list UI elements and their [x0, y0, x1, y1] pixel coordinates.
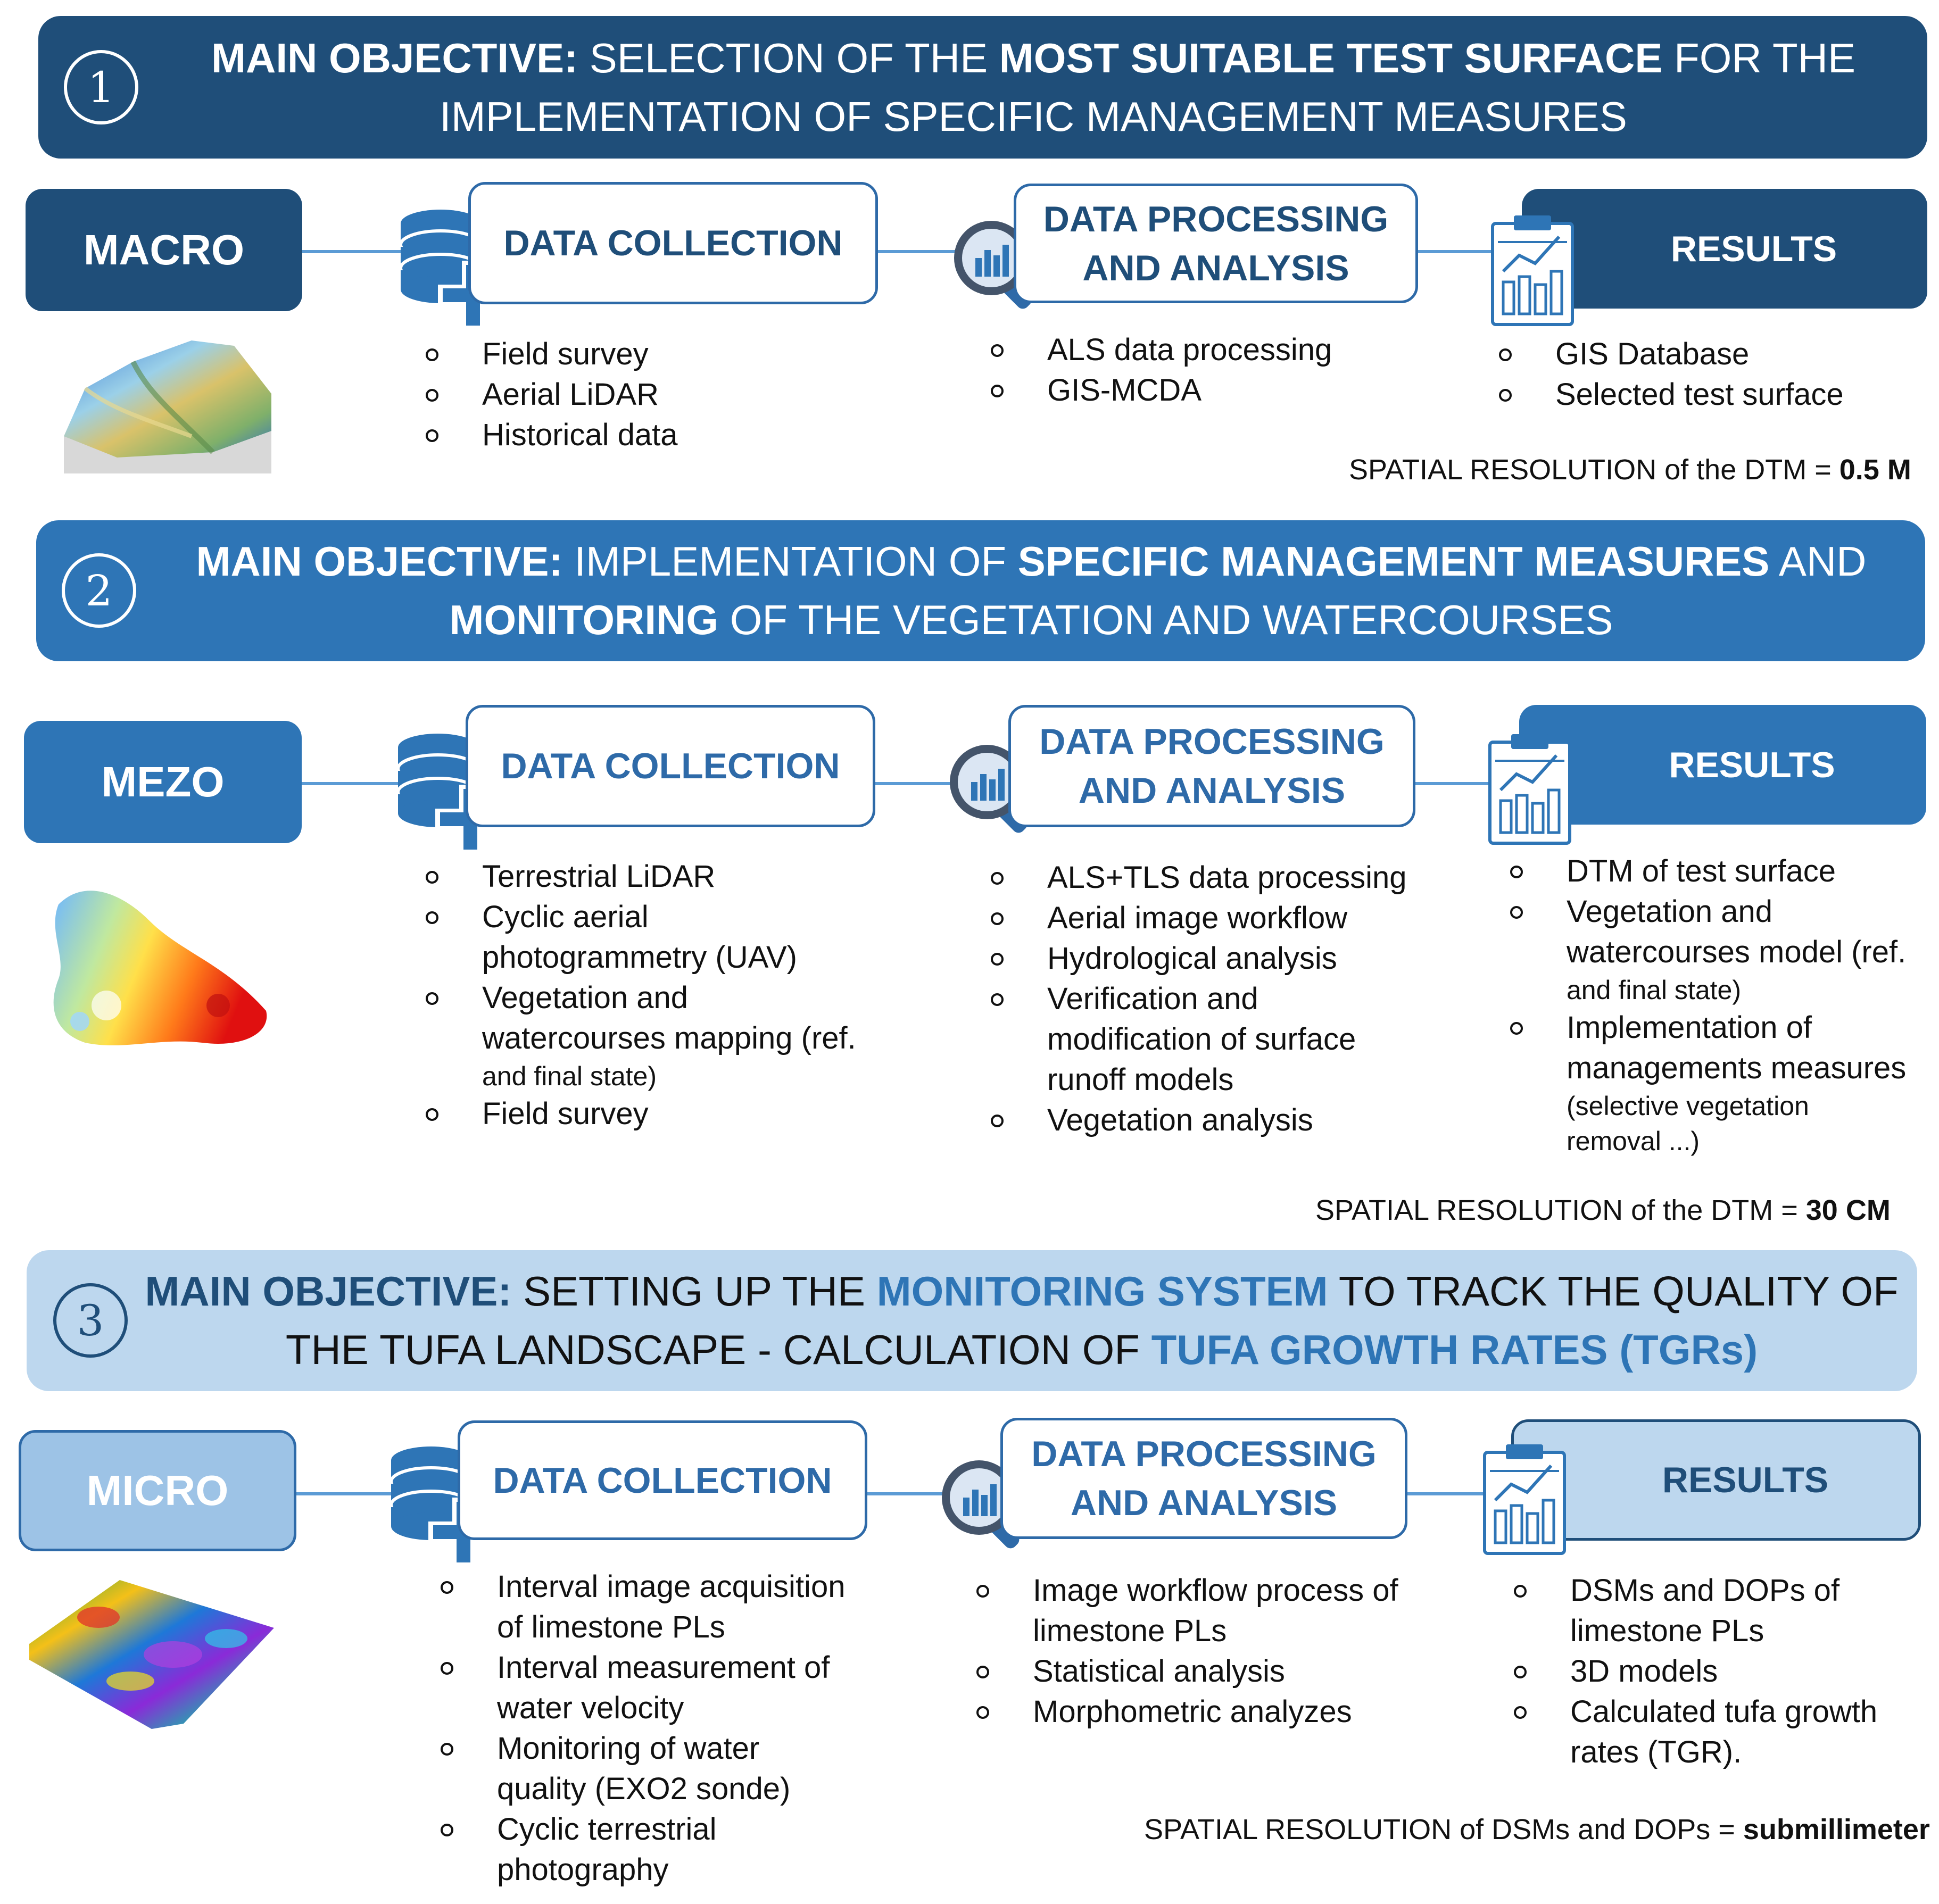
list-item: ALS data processing	[991, 330, 1470, 370]
objective-text-3: MAIN OBJECTIVE: SETTING UP THE MONITORIN…	[145, 1268, 1899, 1373]
numbered-circle-icon: 3	[53, 1283, 128, 1358]
list-item: Aerial image workflow	[991, 898, 1470, 938]
results-box-1: RESULTS	[1522, 189, 1927, 309]
objective-banner-1: 1 MAIN OBJECTIVE: SELECTION OF THE MOST …	[38, 16, 1927, 159]
flow-line-2	[298, 782, 1564, 785]
spatial-resolution-1: SPATIAL RESOLUTION of the DTM = 0.5 M	[1349, 454, 1911, 486]
surface-heatmap-icon	[29, 1580, 274, 1729]
list-item: Vegetation analysis	[991, 1100, 1470, 1141]
list-item: 3D models	[1514, 1651, 1934, 1692]
results-box-2: RESULTS	[1519, 705, 1926, 825]
objective-text-1: MAIN OBJECTIVE: SELECTION OF THE MOST SU…	[211, 35, 1855, 140]
list-item: Hydrological analysis	[991, 938, 1470, 979]
objective-banner-2: 2 MAIN OBJECTIVE: IMPLEMENTATION OF SPEC…	[36, 520, 1925, 661]
point-cloud-icon	[53, 891, 267, 1045]
data-collection-list-1: Field survey Aerial LiDAR Historical dat…	[426, 334, 851, 455]
scale-label-mezo: MEZO	[24, 721, 302, 843]
scale-label-micro: MICRO	[19, 1430, 296, 1551]
data-collection-box-2: DATA COLLECTION	[466, 705, 875, 827]
list-item: GIS Database	[1499, 334, 1925, 375]
list-item: Aerial LiDAR	[426, 375, 851, 415]
terrain-model-icon	[64, 340, 271, 473]
data-collection-box-1: DATA COLLECTION	[468, 182, 878, 304]
objective-banner-3: 3 MAIN OBJECTIVE: SETTING UP THE MONITOR…	[27, 1250, 1917, 1391]
list-item: ALS+TLS data processing	[991, 858, 1470, 898]
results-list-1: GIS Database Selected test surface	[1499, 334, 1925, 415]
data-processing-list-1: ALS data processing GIS-MCDA	[991, 330, 1470, 411]
spatial-resolution-2: SPATIAL RESOLUTION of the DTM = 30 CM	[1315, 1194, 1891, 1226]
data-collection-box-3: DATA COLLECTION	[458, 1420, 867, 1540]
flow-line-3	[293, 1492, 1559, 1495]
list-item: DTM of test surface	[1510, 851, 1930, 892]
results-box-3: RESULTS	[1511, 1419, 1921, 1541]
list-item: Statistical analysis	[976, 1651, 1455, 1692]
numbered-circle-icon: 2	[62, 553, 136, 628]
list-item: Historical data	[426, 415, 851, 455]
clipboard-chart-icon	[1490, 213, 1575, 327]
numbered-circle-icon: 1	[64, 50, 138, 124]
scale-label-macro: MACRO	[26, 189, 302, 311]
list-item: Selected test surface	[1499, 375, 1925, 415]
list-item: Morphometric analyzes	[976, 1692, 1455, 1732]
clipboard-chart-icon	[1482, 1442, 1567, 1556]
data-processing-list-2: ALS+TLS data processing Aerial image wor…	[991, 858, 1470, 1141]
flow-line-1	[298, 250, 1564, 253]
objective-text-2: MAIN OBJECTIVE: IMPLEMENTATION OF SPECIF…	[196, 538, 1867, 643]
clipboard-chart-icon	[1487, 731, 1572, 846]
list-item: Field survey	[426, 334, 851, 375]
list-item: Field survey	[426, 1094, 862, 1134]
spatial-resolution-3: SPATIAL RESOLUTION of DSMs and DOPs = su…	[1144, 1814, 1930, 1845]
list-item: Terrestrial LiDAR	[426, 857, 862, 897]
list-item: GIS-MCDA	[991, 370, 1470, 411]
